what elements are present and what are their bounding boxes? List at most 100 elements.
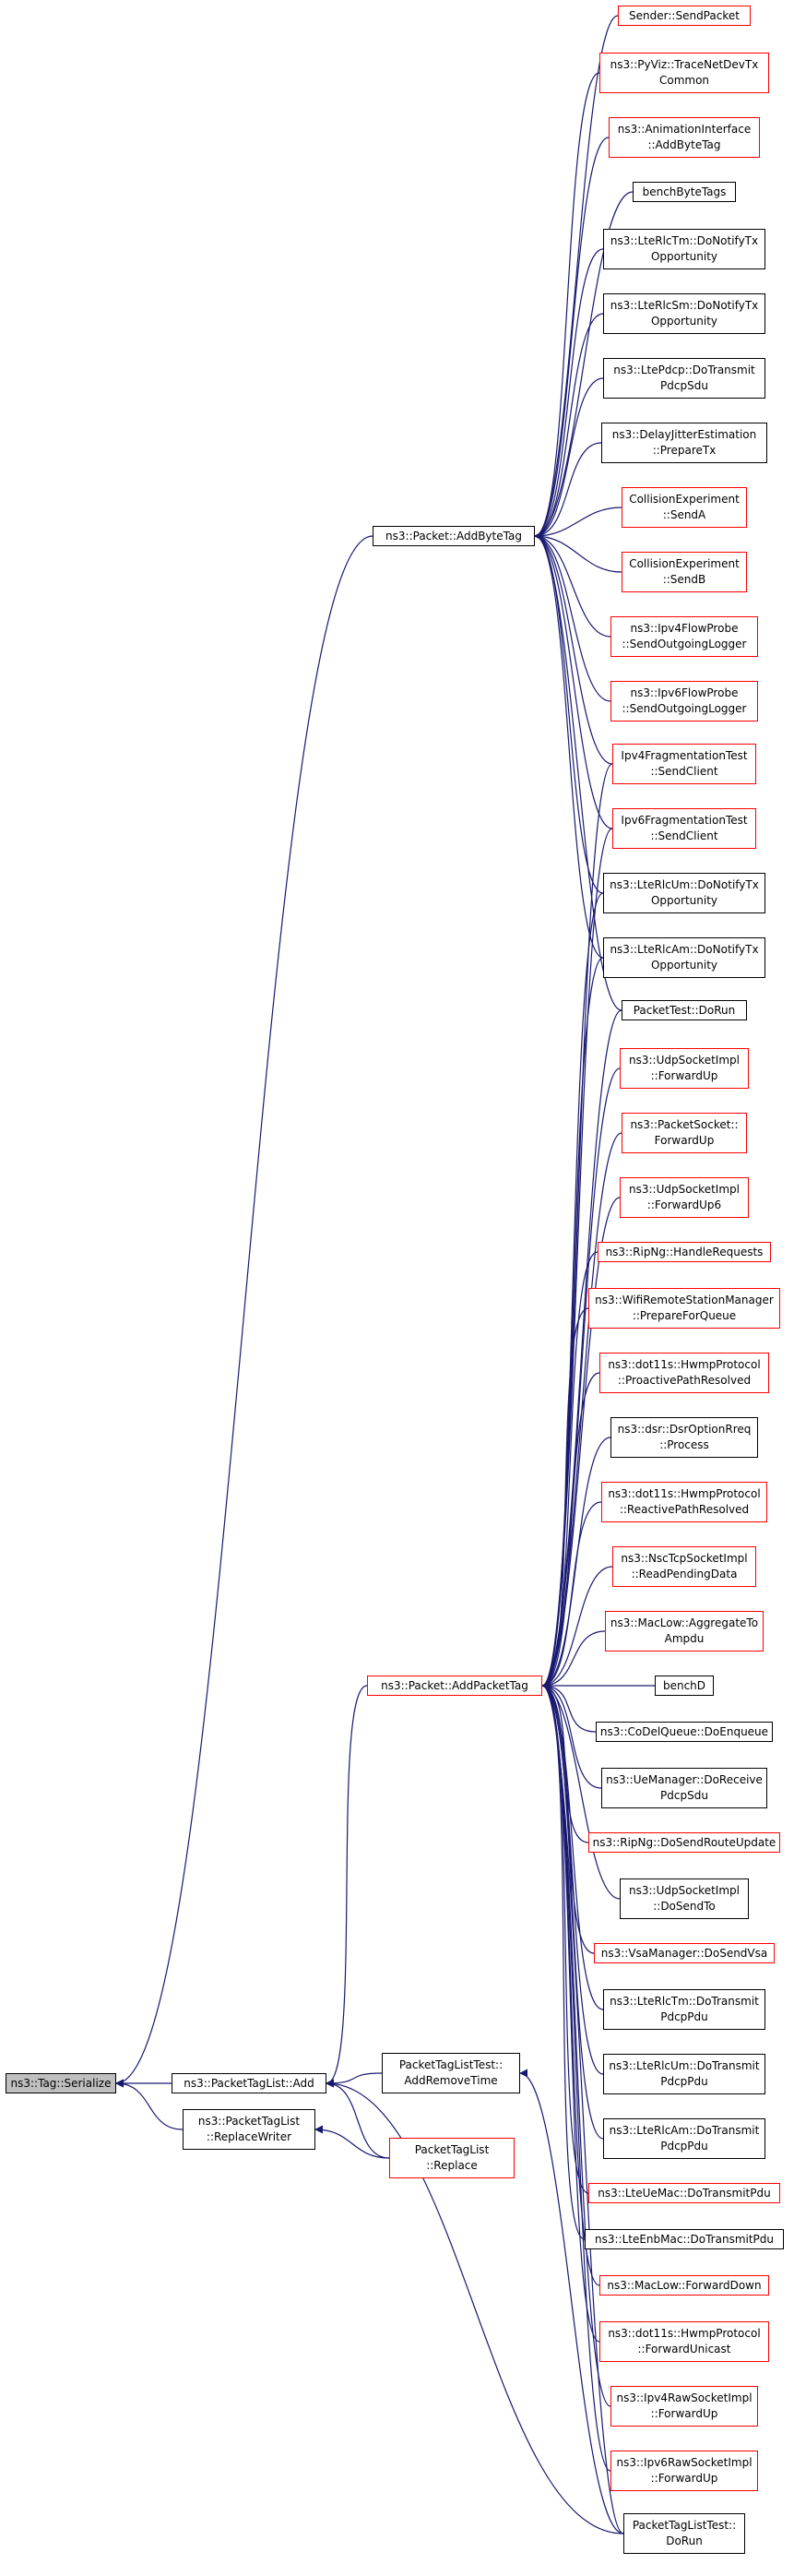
node-packet-addpackettag[interactable]: ns3::Packet::AddPacketTag — [367, 1676, 542, 1696]
edge-lterlcum-dotransmit-to-packet-addpackettag — [541, 1681, 604, 2075]
node-ipv6frag-sendclient[interactable]: Ipv6FragmentationTest::SendClient — [612, 808, 756, 849]
edge-delayjitter-preparetx-to-packet-addbytetag — [534, 442, 602, 541]
node-label-line: ns3::Packet::AddPacketTag — [381, 1678, 528, 1692]
node-ipv6flowprobe[interactable]: ns3::Ipv6FlowProbe::SendOutgoingLogger — [610, 681, 758, 722]
node-label-line: ::ForwardUnicast — [637, 2343, 731, 2355]
node-collision-senda[interactable]: CollisionExperiment::SendA — [622, 487, 747, 528]
node-label-line: ns3::LteRlcTm::DoNotifyTx — [610, 234, 759, 247]
node-packettest-dorun[interactable]: PacketTest::DoRun — [622, 1000, 747, 1020]
node-ipv6rawsocket-forwardup[interactable]: ns3::Ipv6RawSocketImpl::ForwardUp — [610, 2451, 758, 2491]
node-label-line: PacketTest::DoRun — [633, 1003, 736, 1017]
edge-ipv4frag-sendclient-to-packet-addpackettag — [541, 763, 613, 1690]
node-label-line: PdcpSdu — [660, 1789, 708, 1802]
node-label-line: ::PrepareForQueue — [632, 1309, 737, 1322]
node-label-line: ns3::UdpSocketImpl — [629, 1183, 740, 1196]
node-label-line: ::SendClient — [650, 829, 718, 842]
edge-wifiremote-prepareforqueue-to-packet-addpackettag — [541, 1307, 589, 1690]
node-label-line: DoRun — [666, 2534, 703, 2547]
edge-lterlcam-dotransmit-to-packet-addpackettag — [541, 1681, 604, 2140]
node-packettaglist-add[interactable]: ns3::PacketTagList::Add — [172, 2073, 326, 2093]
node-vsamanager-dosendvsa[interactable]: ns3::VsaManager::DoSendVsa — [594, 1943, 775, 1963]
node-packettaglisttest-dorun[interactable]: PacketTagListTest::DoRun — [623, 2513, 745, 2554]
node-label-line: ns3::LteRlcAm::DoTransmit — [609, 2124, 760, 2137]
node-packettaglist-replacewriter[interactable]: ns3::PacketTagList::ReplaceWriter — [183, 2109, 315, 2150]
node-label-line: ns3::LtePdcp::DoTransmit — [613, 364, 755, 376]
node-packetsocket-forwardup[interactable]: ns3::PacketSocket::ForwardUp — [622, 1113, 747, 1153]
node-label-line: Sender::SendPacket — [629, 8, 740, 22]
node-label-line: ::Process — [659, 1438, 709, 1451]
node-label-line: Opportunity — [650, 315, 717, 328]
node-label-line: ns3::UdpSocketImpl — [629, 1054, 740, 1067]
node-label-line: ::SendClient — [650, 765, 718, 778]
node-ipv4flowprobe[interactable]: ns3::Ipv4FlowProbe::SendOutgoingLogger — [610, 616, 758, 657]
node-label-line: ns3::dot11s::HwmpProtocol — [608, 1358, 761, 1371]
node-hwmp-reactive[interactable]: ns3::dot11s::HwmpProtocol::ReactivePathR… — [601, 1482, 767, 1522]
node-packettaglist-replace[interactable]: PacketTagList::Replace — [389, 2138, 515, 2178]
node-wifiremote-prepareforqueue[interactable]: ns3::WifiRemoteStationManager::PrepareFo… — [588, 1288, 780, 1329]
node-ripng-handlerequests[interactable]: ns3::RipNg::HandleRequests — [598, 1242, 771, 1262]
node-udpsocketimpl-forwardup6[interactable]: ns3::UdpSocketImpl::ForwardUp6 — [620, 1177, 749, 1218]
edge-maclow-aggregate-to-packet-addpackettag — [541, 1630, 606, 1690]
node-codelqueue-doenqueue[interactable]: ns3::CoDelQueue::DoEnqueue — [596, 1722, 773, 1742]
edge-collision-senda-to-packet-addbytetag — [534, 507, 622, 541]
node-label-line: ::SendOutgoingLogger — [622, 638, 747, 650]
node-collision-sendb[interactable]: CollisionExperiment::SendB — [622, 552, 747, 592]
edge-packettaglisttest-dorun-to-packettaglist-add — [326, 2079, 624, 2534]
node-animationinterface-addbytetag[interactable]: ns3::AnimationInterface::AddByteTag — [609, 117, 760, 158]
node-udpsocketimpl-dosendto[interactable]: ns3::UdpSocketImpl::DoSendTo — [620, 1878, 749, 1919]
node-label-line: ::AddByteTag — [647, 138, 721, 151]
node-label-line: ns3::dsr::DsrOptionRreq — [617, 1423, 752, 1436]
edge-ipv4flowprobe-to-packet-addbytetag — [534, 531, 611, 638]
node-ripng-dosendrouteupdate[interactable]: ns3::RipNg::DoSendRouteUpdate — [588, 1832, 780, 1853]
node-label-line: ns3::RipNg::HandleRequests — [605, 1245, 764, 1258]
node-dsr-optionrreq-process[interactable]: ns3::dsr::DsrOptionRreq::Process — [610, 1417, 758, 1458]
node-sender-sendpacket[interactable]: Sender::SendPacket — [618, 6, 751, 26]
node-packet-addbytetag[interactable]: ns3::Packet::AddByteTag — [373, 526, 535, 546]
edge-lterlctm-donotifytx-to-packet-addbytetag — [534, 248, 604, 541]
node-label-line: ForwardUp — [654, 1134, 715, 1147]
node-label-line: AddRemoveTime — [404, 2074, 498, 2087]
node-packettaglisttest-addremovetime[interactable]: PacketTagListTest::AddRemoveTime — [382, 2053, 520, 2093]
node-label-line: ns3::MacLow::ForwardDown — [607, 2278, 762, 2292]
node-nsctcp-readpending[interactable]: ns3::NscTcpSocketImpl::ReadPendingData — [612, 1546, 756, 1587]
node-maclow-forwarddown[interactable]: ns3::MacLow::ForwardDown — [599, 2275, 769, 2296]
node-label-line: ::ForwardUp — [650, 1069, 718, 1082]
node-ipv4rawsocket-forwardup[interactable]: ns3::Ipv4RawSocketImpl::ForwardUp — [610, 2386, 758, 2427]
node-lteuemac-dotransmitpdu[interactable]: ns3::LteUeMac::DoTransmitPdu — [588, 2183, 780, 2203]
edge-packettaglisttest-addremovetime-to-packettaglist-add — [326, 2072, 383, 2088]
edge-lterlcsm-donotifytx-to-packet-addbytetag — [534, 313, 604, 541]
node-delayjitter-preparetx[interactable]: ns3::DelayJitterEstimation::PrepareTx — [601, 423, 767, 463]
node-hwmp-proactive[interactable]: ns3::dot11s::HwmpProtocol::ProactivePath… — [599, 1353, 769, 1393]
node-ipv4frag-sendclient[interactable]: Ipv4FragmentationTest::SendClient — [612, 744, 756, 784]
node-udpsocketimpl-forwardup[interactable]: ns3::UdpSocketImpl::ForwardUp — [620, 1048, 749, 1089]
edge-ipv6frag-sendclient-to-packet-addbytetag — [534, 531, 613, 829]
edge-packet-addbytetag-to-tag-serialize — [115, 535, 373, 2088]
node-label-line: ns3::WifiRemoteStationManager — [595, 1294, 774, 1306]
edge-lterlcam-donotifytx-to-packet-addpackettag — [541, 957, 604, 1690]
node-benchbytetags[interactable]: benchByteTags — [633, 182, 736, 202]
node-label-line: CollisionExperiment — [629, 557, 740, 570]
node-label-line: ns3::PacketSocket:: — [630, 1118, 739, 1131]
node-label-line: ns3::LteRlcSm::DoNotifyTx — [610, 299, 759, 312]
edge-ipv4rawsocket-forwardup-to-packet-addpackettag — [541, 1681, 611, 2407]
edge-lterlcum-donotifytx-to-packet-addbytetag — [534, 531, 604, 894]
node-lteenbmac-dotransmitpdu[interactable]: ns3::LteEnbMac::DoTransmitPdu — [585, 2229, 784, 2249]
node-benchd[interactable]: benchD — [655, 1676, 714, 1696]
node-label-line: ns3::UdpSocketImpl — [629, 1884, 740, 1897]
node-label-line: ns3::VsaManager::DoSendVsa — [600, 1946, 768, 1960]
node-label-line: Ipv6FragmentationTest — [621, 814, 748, 827]
node-hwmp-forwardunicast[interactable]: ns3::dot11s::HwmpProtocol::ForwardUnicas… — [599, 2321, 769, 2362]
